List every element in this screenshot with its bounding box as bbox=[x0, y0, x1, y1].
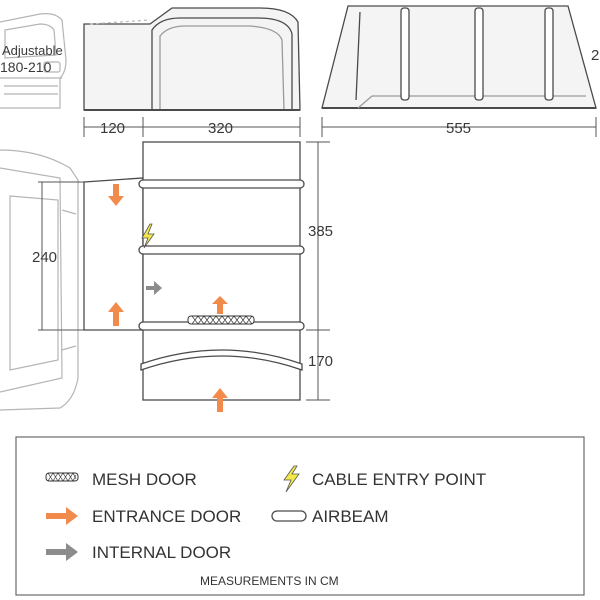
car-width-label: 240 bbox=[32, 249, 57, 266]
side-view-car bbox=[0, 13, 67, 109]
legend-units-note: MEASUREMENTS IN CM bbox=[200, 574, 339, 588]
airbeam-2 bbox=[138, 245, 305, 255]
car-width-dimension bbox=[38, 181, 84, 331]
internal-arrow-plan bbox=[146, 281, 162, 295]
airbeam-4 bbox=[140, 349, 303, 371]
legend-mesh-icon bbox=[45, 472, 79, 482]
side-dimension-lines bbox=[83, 117, 301, 137]
cable-entry-icon bbox=[141, 223, 155, 249]
legend-cable-entry-label: CABLE ENTRY POINT bbox=[312, 470, 486, 489]
front-dimension-lines bbox=[321, 117, 597, 137]
entrance-arrow-mesh bbox=[212, 296, 228, 314]
legend-entrance-door-label: ENTRANCE DOOR bbox=[92, 507, 241, 526]
mesh-door-icon bbox=[187, 315, 255, 325]
legend-internal-arrow-icon bbox=[46, 543, 78, 561]
entrance-arrow-awning-bottom bbox=[108, 302, 124, 326]
entrance-arrow-awning-top bbox=[108, 184, 124, 206]
entrance-arrows bbox=[108, 184, 228, 412]
legend-cable-icon bbox=[283, 465, 300, 493]
legend-mesh-door-label: MESH DOOR bbox=[92, 470, 197, 489]
porch-depth-label: 170 bbox=[308, 353, 333, 370]
airbeams bbox=[138, 179, 305, 371]
tent-width-label: 385 bbox=[308, 223, 333, 240]
legend-airbeam-label: AIRBEAM bbox=[312, 507, 389, 526]
plan-dimension-lines bbox=[306, 141, 330, 401]
legend-airbeam-icon bbox=[271, 510, 307, 522]
front-right-edge-label: 2 bbox=[591, 47, 599, 64]
car-adjustable-label: Adjustable bbox=[2, 43, 63, 58]
legend-internal-door-label: INTERNAL DOOR bbox=[92, 543, 231, 562]
front-view-tent bbox=[321, 5, 597, 109]
legend-entrance-arrow-icon bbox=[46, 507, 78, 525]
entrance-arrow-porch bbox=[212, 388, 228, 412]
car-height-range-label: 180-210 bbox=[0, 59, 52, 75]
total-length-label: 555 bbox=[446, 120, 471, 137]
tent-depth-label: 320 bbox=[208, 120, 233, 137]
awning-depth-label: 120 bbox=[100, 120, 125, 137]
side-view-tent bbox=[83, 7, 301, 111]
plan-view-car bbox=[0, 149, 79, 411]
airbeam-1 bbox=[138, 179, 305, 189]
